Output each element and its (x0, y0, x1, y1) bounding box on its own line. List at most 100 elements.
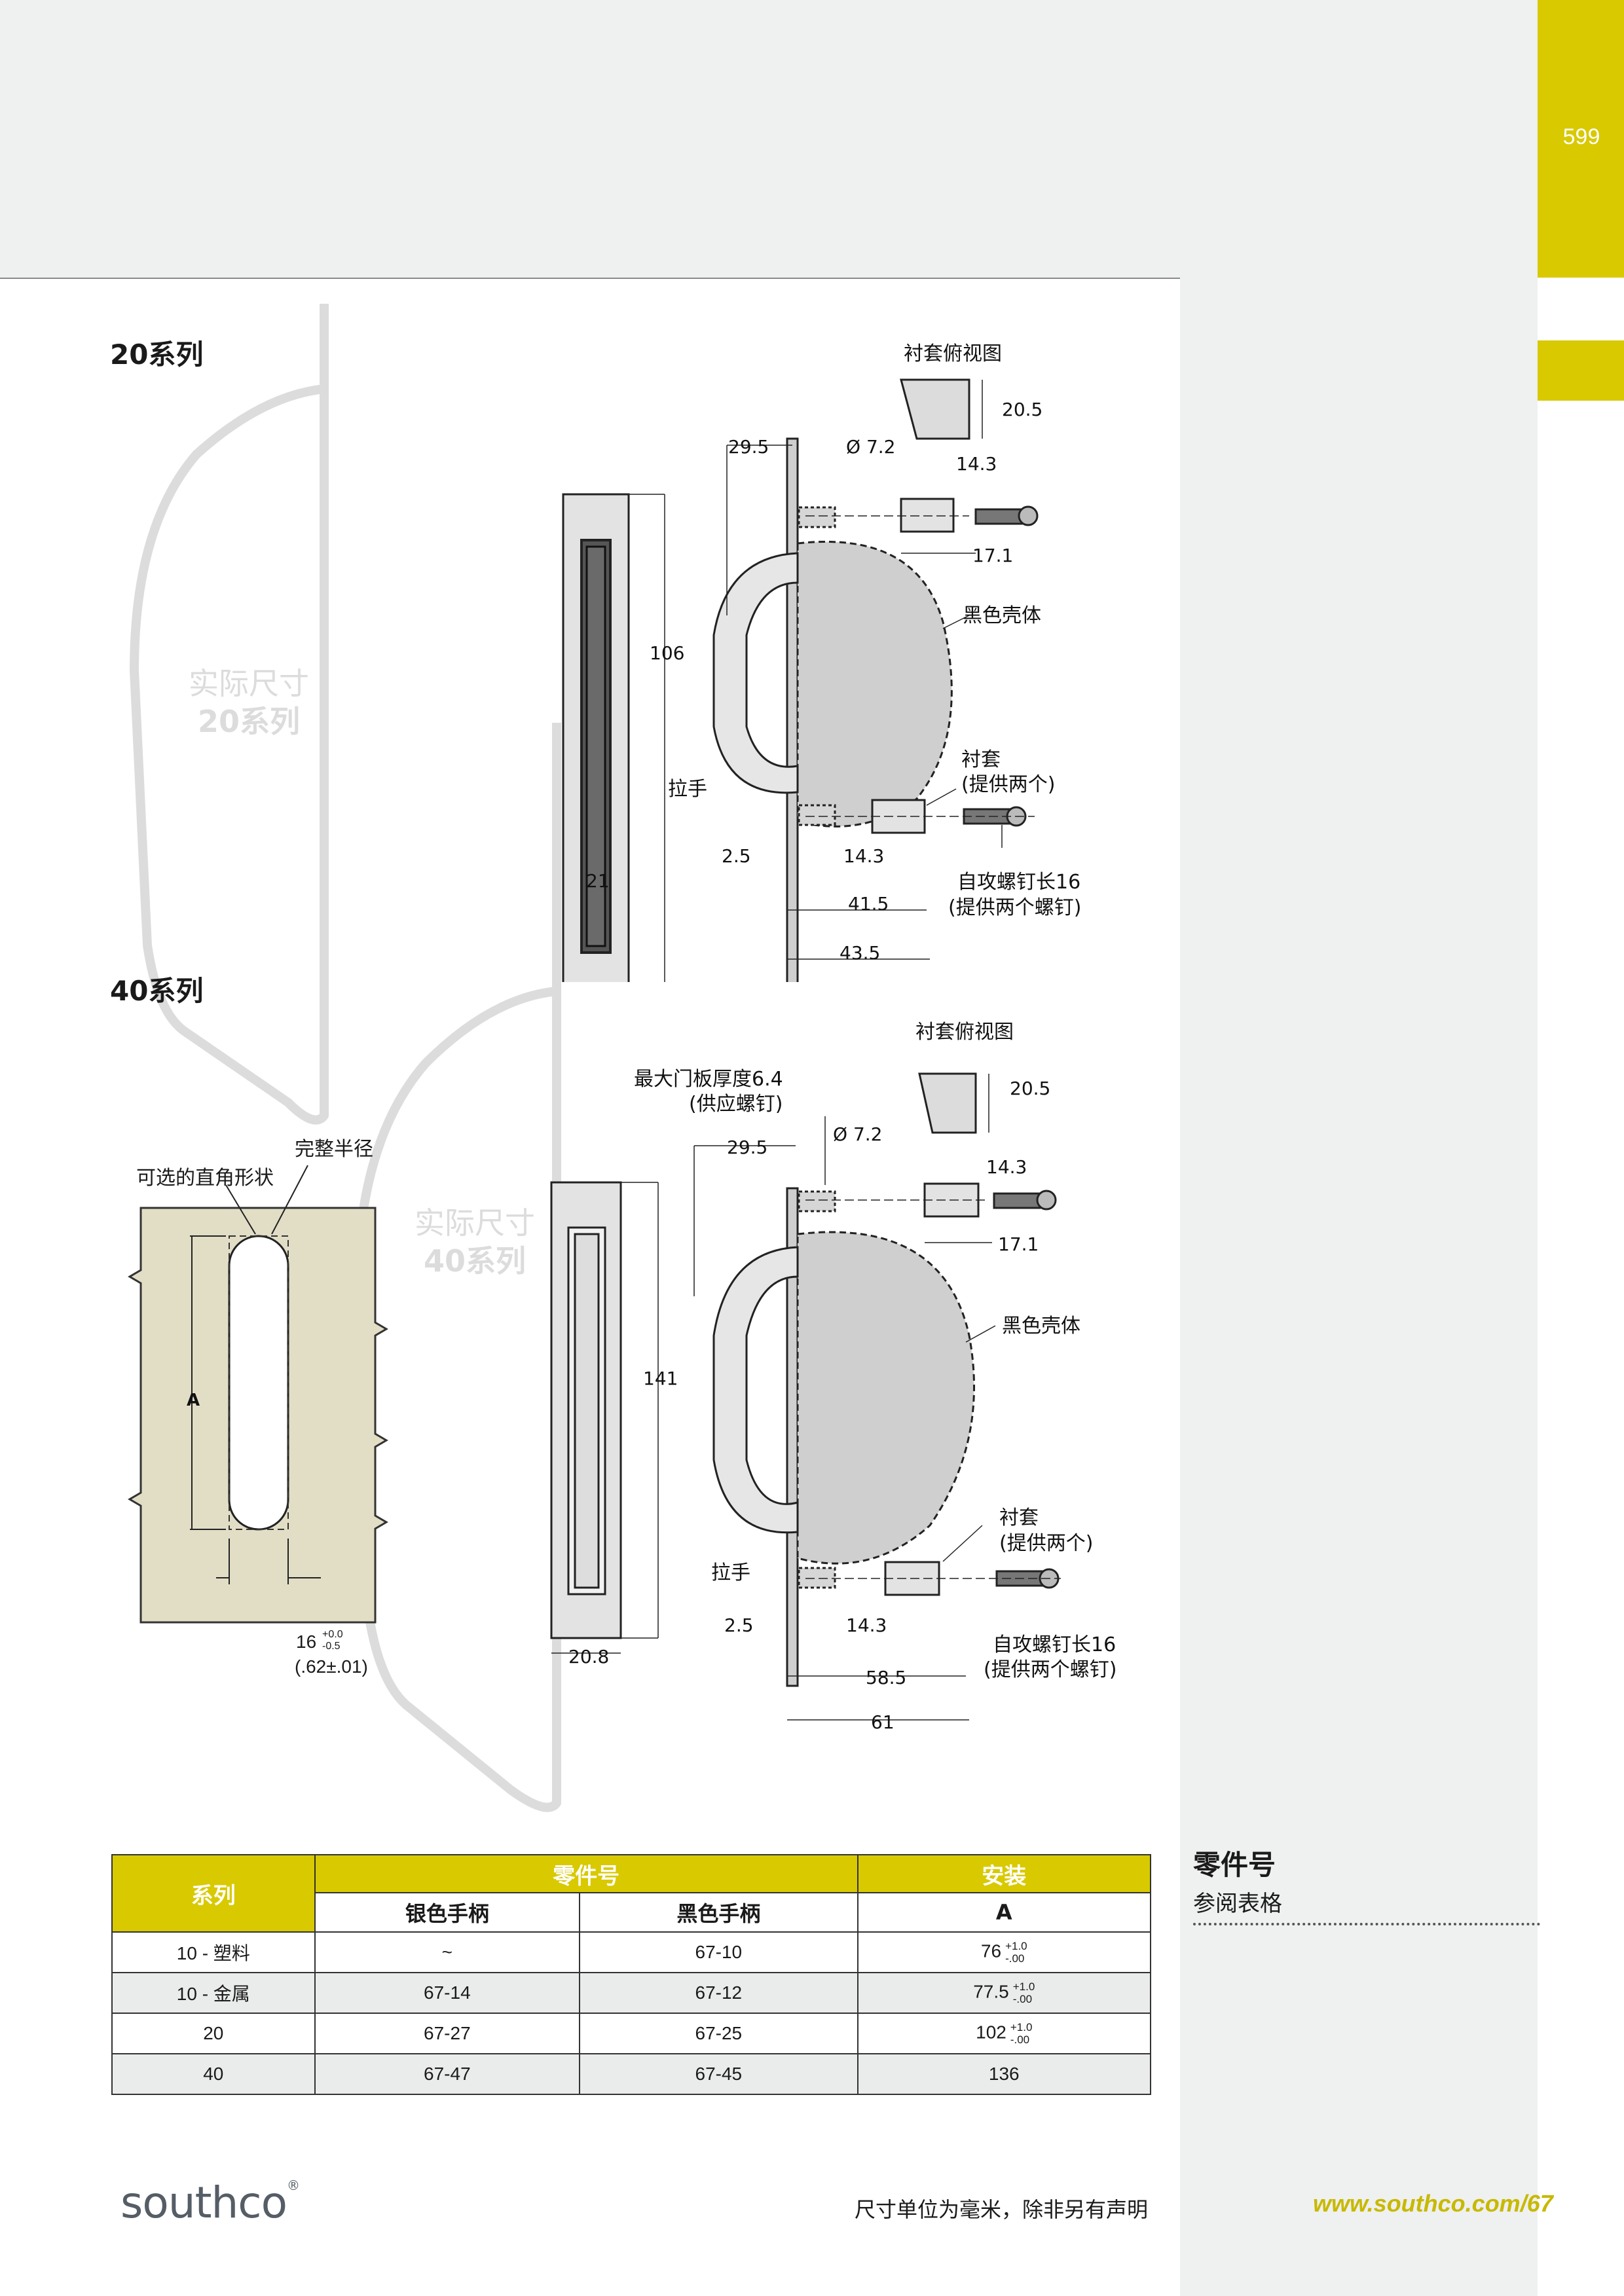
series40-heading: 40系列 (110, 975, 204, 1007)
cutout-width-inch: (.62±.01) (295, 1656, 368, 1677)
series20-housing (796, 541, 953, 828)
southco-logo: southco® (120, 2178, 300, 2228)
table-row: 40 67-47 67-45 136 (111, 2053, 1152, 2095)
cell-silver: 67-14 (314, 1972, 581, 2014)
watermark-20-line1: 实际尺寸 (189, 666, 309, 701)
cutout-width-tol-minus: -0.5 (322, 1641, 341, 1652)
series40-dim-141: 141 (643, 1368, 678, 1389)
series40-dim-20-8: 20.8 (568, 1646, 609, 1667)
cell-series: 20 (111, 2013, 316, 2054)
series20-dim-43-5: 43.5 (840, 942, 880, 964)
cutout-width-tol-plus: +0.0 (322, 1629, 343, 1640)
cutout-optional-square-label: 可选的直角形状 (136, 1167, 274, 1190)
series40-max-panel-label2: (供应螺钉) (689, 1093, 783, 1116)
col-header-silver: 银色手柄 (314, 1892, 581, 1933)
cutout-square-option (229, 1235, 289, 1530)
series20-dim-17-1: 17.1 (972, 545, 1013, 566)
cell-a-tolerance: +1.0-.00 (1013, 1980, 1035, 2005)
series40-drawing: 衬套俯视图 最大门板厚度6.4 (供应螺钉) 29.5 Ø 7.2 14.3 2… (550, 1021, 1116, 1733)
tol-plus: +1.0 (1012, 1980, 1035, 1993)
series20-dim-14-3b: 14.3 (843, 845, 884, 867)
col-header-part-number: 零件号 (314, 1854, 858, 1893)
watermark-20-line2: 20系列 (198, 704, 300, 739)
cell-a-value: 136 (988, 2064, 1020, 2084)
tol-minus: -.00 (1010, 2033, 1030, 2046)
series40-dim-dia: Ø 7.2 (833, 1123, 882, 1145)
cell-black: 67-45 (579, 2053, 858, 2095)
series40-dim-58-5: 58.5 (866, 1667, 906, 1688)
series40-bushing-top-view: 衬套俯视图 (915, 1021, 1014, 1044)
series40-dim-14-3a: 14.3 (986, 1156, 1027, 1178)
cell-silver: 67-47 (314, 2053, 581, 2095)
cell-black: 67-12 (579, 1972, 858, 2014)
watermark-40-line2: 40系列 (424, 1243, 526, 1279)
series40-dim-20-5: 20.5 (1010, 1078, 1050, 1099)
units-note: 尺寸单位为毫米，除非另有声明 (855, 2197, 1149, 2222)
cell-silver: 67-27 (314, 2013, 581, 2054)
series20-dim-106: 106 (650, 642, 684, 664)
cell-a-value: 76 (980, 1941, 1002, 1961)
col-header-black: 黑色手柄 (579, 1892, 858, 1933)
table-row: 10 - 金属 67-14 67-12 77.5+1.0-.00 (111, 1972, 1152, 2014)
series40-screw-label2: (提供两个螺钉) (984, 1658, 1116, 1681)
table-row: 20 67-27 67-25 102 +1.0-.00 (111, 2013, 1152, 2054)
cutout-drawing: A (128, 1165, 388, 1624)
cell-a-value: 102 (976, 2022, 1006, 2043)
series20-black-housing: 黑色壳体 (963, 604, 1041, 627)
cutout-slot (228, 1235, 289, 1531)
cutout-width-tolerance: +0.0 -0.5 (322, 1629, 343, 1652)
series40-housing (796, 1231, 975, 1565)
tol-plus: +1.0 (1010, 2021, 1033, 2033)
section-tab (1538, 340, 1624, 401)
series20-dim-14-3a: 14.3 (956, 453, 997, 475)
series20-dim-29-5: 29.5 (728, 436, 769, 458)
tol-minus: -.00 (1005, 1952, 1025, 1965)
cell-a: 76+1.0-.00 (857, 1931, 1152, 1973)
series20-bushing-top-view: 衬套俯视图 (904, 342, 1002, 365)
col-header-series: 系列 (111, 1854, 316, 1933)
cell-a-value: 77.5 (973, 1981, 1009, 2002)
series40-handle (712, 1246, 799, 1534)
series20-bushing-label1: 衬套 (961, 748, 1001, 771)
series20-dim-21: 21 (586, 870, 610, 892)
series40-screw-label1: 自攻螺钉长16 (993, 1633, 1116, 1656)
series20-drawing: 衬套俯视图 29.5 Ø 7.2 14.3 20.5 17.1 106 黑色壳体… (562, 342, 1081, 982)
page-number: 599 (1562, 124, 1600, 149)
sidebar-title: 零件号 (1193, 1849, 1276, 1881)
series20-screw-label1: 自攻螺钉长16 (957, 871, 1080, 894)
header-band (0, 0, 1538, 279)
series40-dim-14-3b: 14.3 (846, 1614, 887, 1636)
series40-max-panel-label1: 最大门板厚度6.4 (634, 1068, 783, 1091)
series20-handle (712, 552, 799, 794)
cutout-width-value: 16 (296, 1631, 317, 1652)
cell-black: 67-25 (579, 2013, 858, 2054)
series20-dim-20-5: 20.5 (1002, 399, 1043, 420)
registered-mark: ® (286, 2178, 300, 2193)
website-link[interactable]: www.southco.com/67 (1313, 2190, 1553, 2217)
cutout-full-radius-label: 完整半径 (295, 1138, 373, 1161)
logo-text: southco (120, 2178, 287, 2228)
cell-a: 77.5+1.0-.00 (857, 1972, 1152, 2014)
series40-bushing-label1: 衬套 (999, 1506, 1039, 1529)
series40-bushing-label2: (提供两个) (999, 1532, 1093, 1555)
series20-dim-dia: Ø 7.2 (846, 436, 895, 458)
table-row: 10 - 塑料 ~ 67-10 76+1.0-.00 (111, 1931, 1152, 1973)
sidebar-subtitle: 参阅表格 (1193, 1891, 1282, 1917)
series40-handle-label: 拉手 (711, 1561, 750, 1584)
series40-dim-61: 61 (871, 1711, 895, 1733)
cell-black: 67-10 (579, 1931, 858, 1973)
cell-series: 10 - 金属 (111, 1972, 316, 2014)
series40-black-housing: 黑色壳体 (1002, 1315, 1080, 1338)
page-tab-strip (1538, 0, 1624, 278)
series40-dim-17-1: 17.1 (998, 1233, 1039, 1255)
col-header-a: A (857, 1892, 1152, 1933)
series40-dim-2-5: 2.5 (724, 1614, 754, 1636)
tol-minus: -.00 (1012, 1993, 1033, 2005)
series20-heading: 20系列 (110, 338, 204, 371)
series20-bushing-label2: (提供两个) (961, 773, 1055, 796)
parts-table: 系列 零件号 安装 银色手柄 黑色手柄 A 10 - 塑料 ~ 67-10 76… (111, 1854, 1152, 2095)
sidebar-panel (1180, 278, 1538, 2296)
series40-dim-29-5: 29.5 (727, 1137, 767, 1158)
tol-plus: +1.0 (1005, 1940, 1027, 1952)
cell-series: 40 (111, 2053, 316, 2095)
